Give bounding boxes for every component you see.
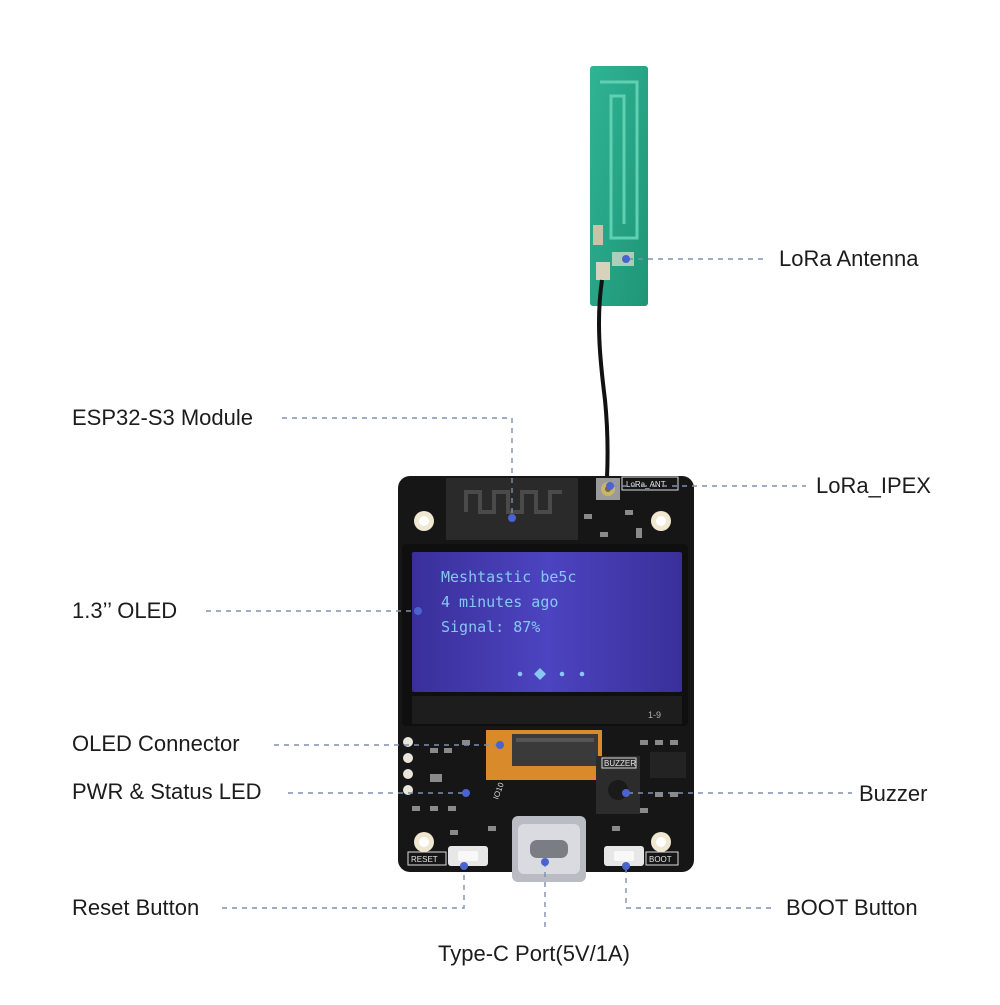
silk-reset: RESET (411, 855, 438, 864)
label-oled: 1.3’’ OLED (72, 598, 178, 623)
label-esp32-module: ESP32-S3 Module (72, 405, 253, 430)
lora-antenna (590, 66, 648, 306)
label-reset-button: Reset Button (72, 895, 200, 920)
oled-line-2: 4 minutes ago (441, 593, 559, 611)
boot-button-part: BOOT (604, 846, 679, 866)
type-c-port (512, 816, 586, 882)
silk-buzzer: BUZZER (604, 759, 636, 768)
label-buzzer: Buzzer (859, 781, 928, 806)
leader-lines (206, 258, 852, 930)
label-lora-antenna: LoRa Antenna (779, 246, 919, 271)
leader-dots (414, 255, 630, 870)
silk-boot: BOOT (649, 855, 672, 864)
reset-button-part: RESET (407, 846, 488, 866)
silk-lora-ant: LoRa_ANT (626, 480, 666, 489)
label-lora-ipex: LoRa_IPEX (816, 473, 931, 498)
label-boot-button: BOOT Button (786, 895, 918, 920)
oled-module: 1-9 (402, 544, 688, 726)
smd-components (412, 510, 678, 835)
oled-page-dots (517, 668, 585, 680)
antenna-cable (596, 279, 610, 479)
oled-line-1: Meshtastic be5c (441, 568, 577, 586)
label-type-c-port: Type-C Port(5V/1A) (438, 941, 630, 966)
svg-text:1-9: 1-9 (648, 710, 661, 720)
label-oled-connector: OLED Connector (72, 731, 240, 756)
oled-line-3: Signal: 87% (441, 618, 541, 636)
label-pwr-status-led: PWR & Status LED (72, 779, 262, 804)
oled-flex-cable: IO10 (486, 730, 602, 801)
